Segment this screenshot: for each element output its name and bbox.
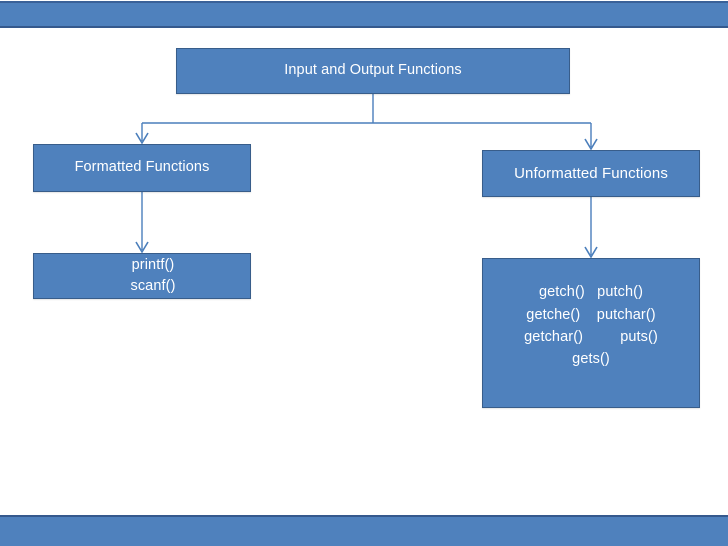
node-unformatted-functions[interactable]: Unformatted Functions	[482, 150, 700, 197]
arrowhead-unformatted-list	[584, 246, 598, 259]
node-unformatted-label: Unformatted Functions	[514, 164, 668, 182]
unformatted-function-names: getch() putch() getche() putchar() getch…	[524, 284, 658, 368]
arrowhead-left-branch	[135, 132, 149, 145]
formatted-function-names: printf() scanf()	[130, 256, 176, 294]
node-unformatted-function-list[interactable]: getch() putch() getche() putchar() getch…	[482, 258, 700, 408]
arrowhead-formatted-list	[135, 241, 149, 254]
node-formatted-functions[interactable]: Formatted Functions	[33, 144, 251, 192]
bottom-banner-bar	[0, 515, 728, 546]
node-root-label: Input and Output Functions	[284, 62, 462, 79]
node-formatted-function-list[interactable]: printf() scanf()	[33, 253, 251, 299]
arrowhead-right-branch	[584, 138, 598, 151]
node-formatted-label: Formatted Functions	[74, 159, 210, 176]
top-banner-bar	[0, 1, 728, 28]
node-input-output-functions[interactable]: Input and Output Functions	[176, 48, 570, 94]
